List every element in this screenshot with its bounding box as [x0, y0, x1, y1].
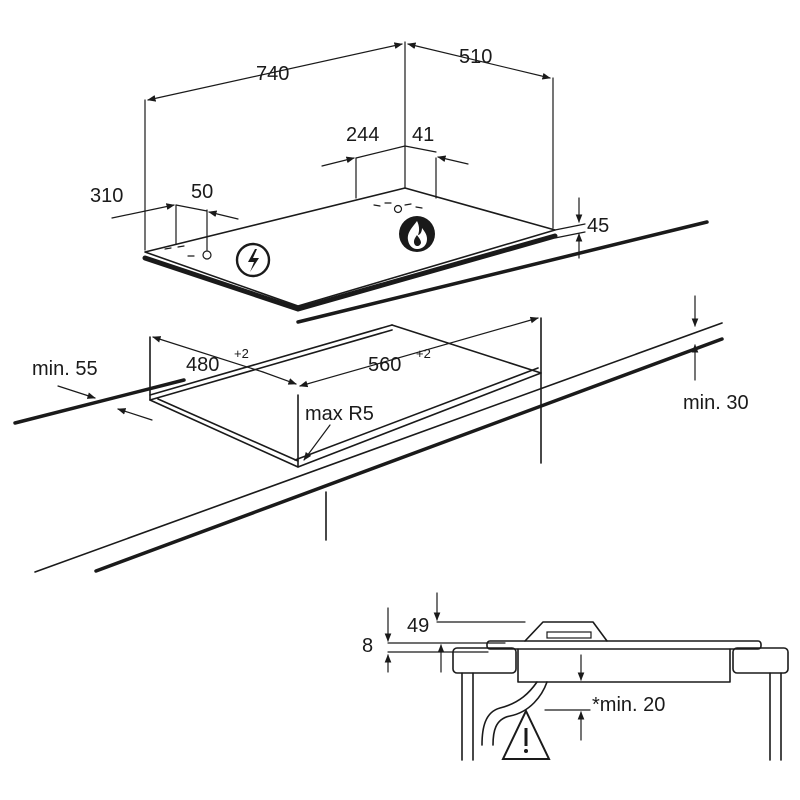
dim-gas-offset-right-label: 41 [412, 124, 434, 146]
dim-elec-offset-label: 310 [90, 185, 123, 207]
section-view: 8 49 *min. 20 [362, 592, 789, 761]
hob-front-edge [142, 233, 558, 312]
dim-radius-label: max R5 [305, 403, 374, 425]
dim-flange-label: 8 [362, 635, 373, 657]
dim-edge-min-label: min. 55 [32, 358, 98, 380]
warning-triangle-icon [501, 708, 551, 760]
dim-clearance-label: *min. 20 [592, 694, 665, 716]
dim-cutout-depth-label: 480 [186, 354, 219, 376]
gas-pipe [481, 681, 538, 746]
dim-gas-offset-label: 244 [346, 124, 379, 146]
hob-top-view: 740 510 244 41 310 50 45 [90, 41, 609, 312]
worktop-cutout-view: 480 +2 560 +2 min. 55 max R5 min. 30 [13, 220, 749, 573]
gas-burner-marks [373, 202, 423, 214]
flame-warning-icon [399, 216, 435, 252]
dim-elec-offset-right-label: 50 [191, 181, 213, 203]
dim-cutout-width-tolerance: +2 [416, 346, 431, 361]
dim-cutout-width-label: 560 [368, 354, 401, 376]
electric-connection-marks [164, 245, 212, 260]
cutout-outline [149, 317, 542, 468]
dim-thickness-label: 45 [587, 215, 609, 237]
dim-overall-height-label: 49 [407, 615, 429, 637]
lightning-warning-icon [235, 242, 271, 278]
dim-cutout-depth-tolerance: +2 [234, 346, 249, 361]
dim-worktop-min-label: min. 30 [683, 392, 749, 414]
dim-width-label: 740 [256, 63, 289, 85]
dim-depth-label: 510 [459, 46, 492, 68]
